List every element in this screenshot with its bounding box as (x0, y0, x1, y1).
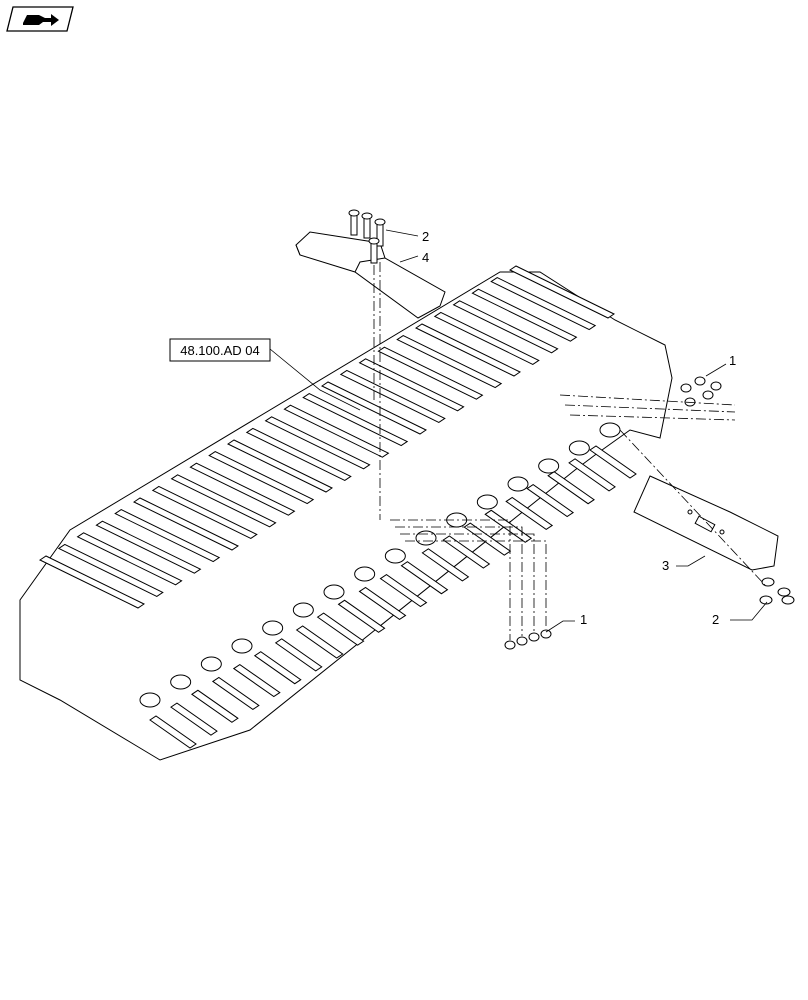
chain-link (323, 584, 345, 600)
track-shoe-top (471, 288, 578, 342)
book-arrow-icon[interactable] (5, 5, 75, 33)
track-shoe-bottom (170, 702, 218, 736)
track-shoe-bottom (295, 625, 344, 659)
track-shoe-top (414, 323, 522, 377)
track-shoe-bottom (337, 599, 386, 633)
track-shoe-top (38, 555, 146, 609)
track-shoe-bottom (316, 612, 365, 646)
track-shoe-bottom (505, 496, 554, 531)
chain-link (415, 530, 437, 546)
track-shoe-top (452, 300, 559, 354)
callout-4: 4 (422, 250, 429, 265)
chain-link (139, 692, 161, 708)
reference-box[interactable] (169, 338, 271, 362)
track-shoe-top (114, 509, 221, 563)
track-guard-side (633, 475, 779, 571)
callout-2-top: 2 (422, 229, 429, 244)
chain-link (262, 620, 284, 636)
track-shoe-bottom (526, 483, 575, 518)
callout-1-top: 1 (729, 353, 736, 368)
track-shoe-top (283, 404, 390, 458)
track-shoe-bottom (484, 509, 533, 543)
chain-link (599, 422, 621, 438)
track-shoe-bottom (379, 573, 428, 608)
callout-2-bottom: 2 (712, 612, 719, 627)
track-shoe-top (95, 520, 202, 574)
track-shoe-bottom (568, 458, 616, 492)
guard-bolts-side (680, 376, 795, 605)
track-shoe-bottom (547, 471, 595, 505)
chain-link (292, 602, 314, 618)
track-shoe-top (76, 532, 183, 586)
chain-link (538, 458, 560, 474)
track-shoe-top (170, 474, 277, 528)
track-shoe-top (264, 416, 371, 470)
chain-link (507, 476, 529, 492)
track-shoe-bottom (589, 445, 637, 479)
callout-leaders (269, 229, 768, 633)
chain-link (200, 656, 222, 672)
track-shoe-bottom (358, 586, 407, 621)
track-shoe-bottom (149, 715, 197, 749)
assembly-centerlines (373, 262, 766, 640)
track-shoe-bottom (253, 651, 302, 685)
chain-link (476, 494, 498, 510)
track-shoe-top (226, 439, 334, 493)
track-shoe-top (320, 381, 428, 435)
track-shoe-top (302, 393, 409, 447)
track-shoe-top (433, 311, 540, 365)
track-shoe-top (358, 358, 465, 412)
guard-bolts-top (348, 209, 386, 264)
chain-link (354, 566, 376, 582)
nuts-bottom (504, 629, 552, 650)
track-shoe-bottom (442, 535, 491, 569)
chain-link (231, 638, 253, 654)
rubber-track-assembly (19, 265, 673, 761)
track-shoe-top (490, 277, 597, 331)
track-shoe-top (508, 265, 616, 319)
chain-link (568, 440, 590, 456)
track-shoe-bottom (232, 663, 281, 698)
track-shoe-top (189, 462, 296, 516)
track-shoe-top (57, 543, 164, 597)
track-shoe-top (339, 369, 446, 423)
track-shoe-top (151, 485, 258, 539)
track-shoe-top (377, 346, 484, 400)
track-chain-links (139, 422, 621, 708)
track-shoe-top (396, 335, 503, 389)
track-shoe-top (132, 497, 240, 551)
reference-label[interactable]: 48.100.AD 04 (180, 343, 260, 358)
track-shoe-bottom (421, 548, 470, 582)
callout-3: 3 (662, 558, 669, 573)
track-shoe-top (245, 427, 352, 481)
track-shoe-bottom (211, 676, 260, 711)
chain-link (384, 548, 406, 564)
callout-1-bottom: 1 (580, 612, 587, 627)
track-shoe-top (208, 451, 315, 505)
track-shoe-bottom (191, 689, 239, 723)
chain-link (170, 674, 192, 690)
track-shoe-bottom (274, 638, 323, 672)
track-shoe-bottom (400, 561, 449, 595)
